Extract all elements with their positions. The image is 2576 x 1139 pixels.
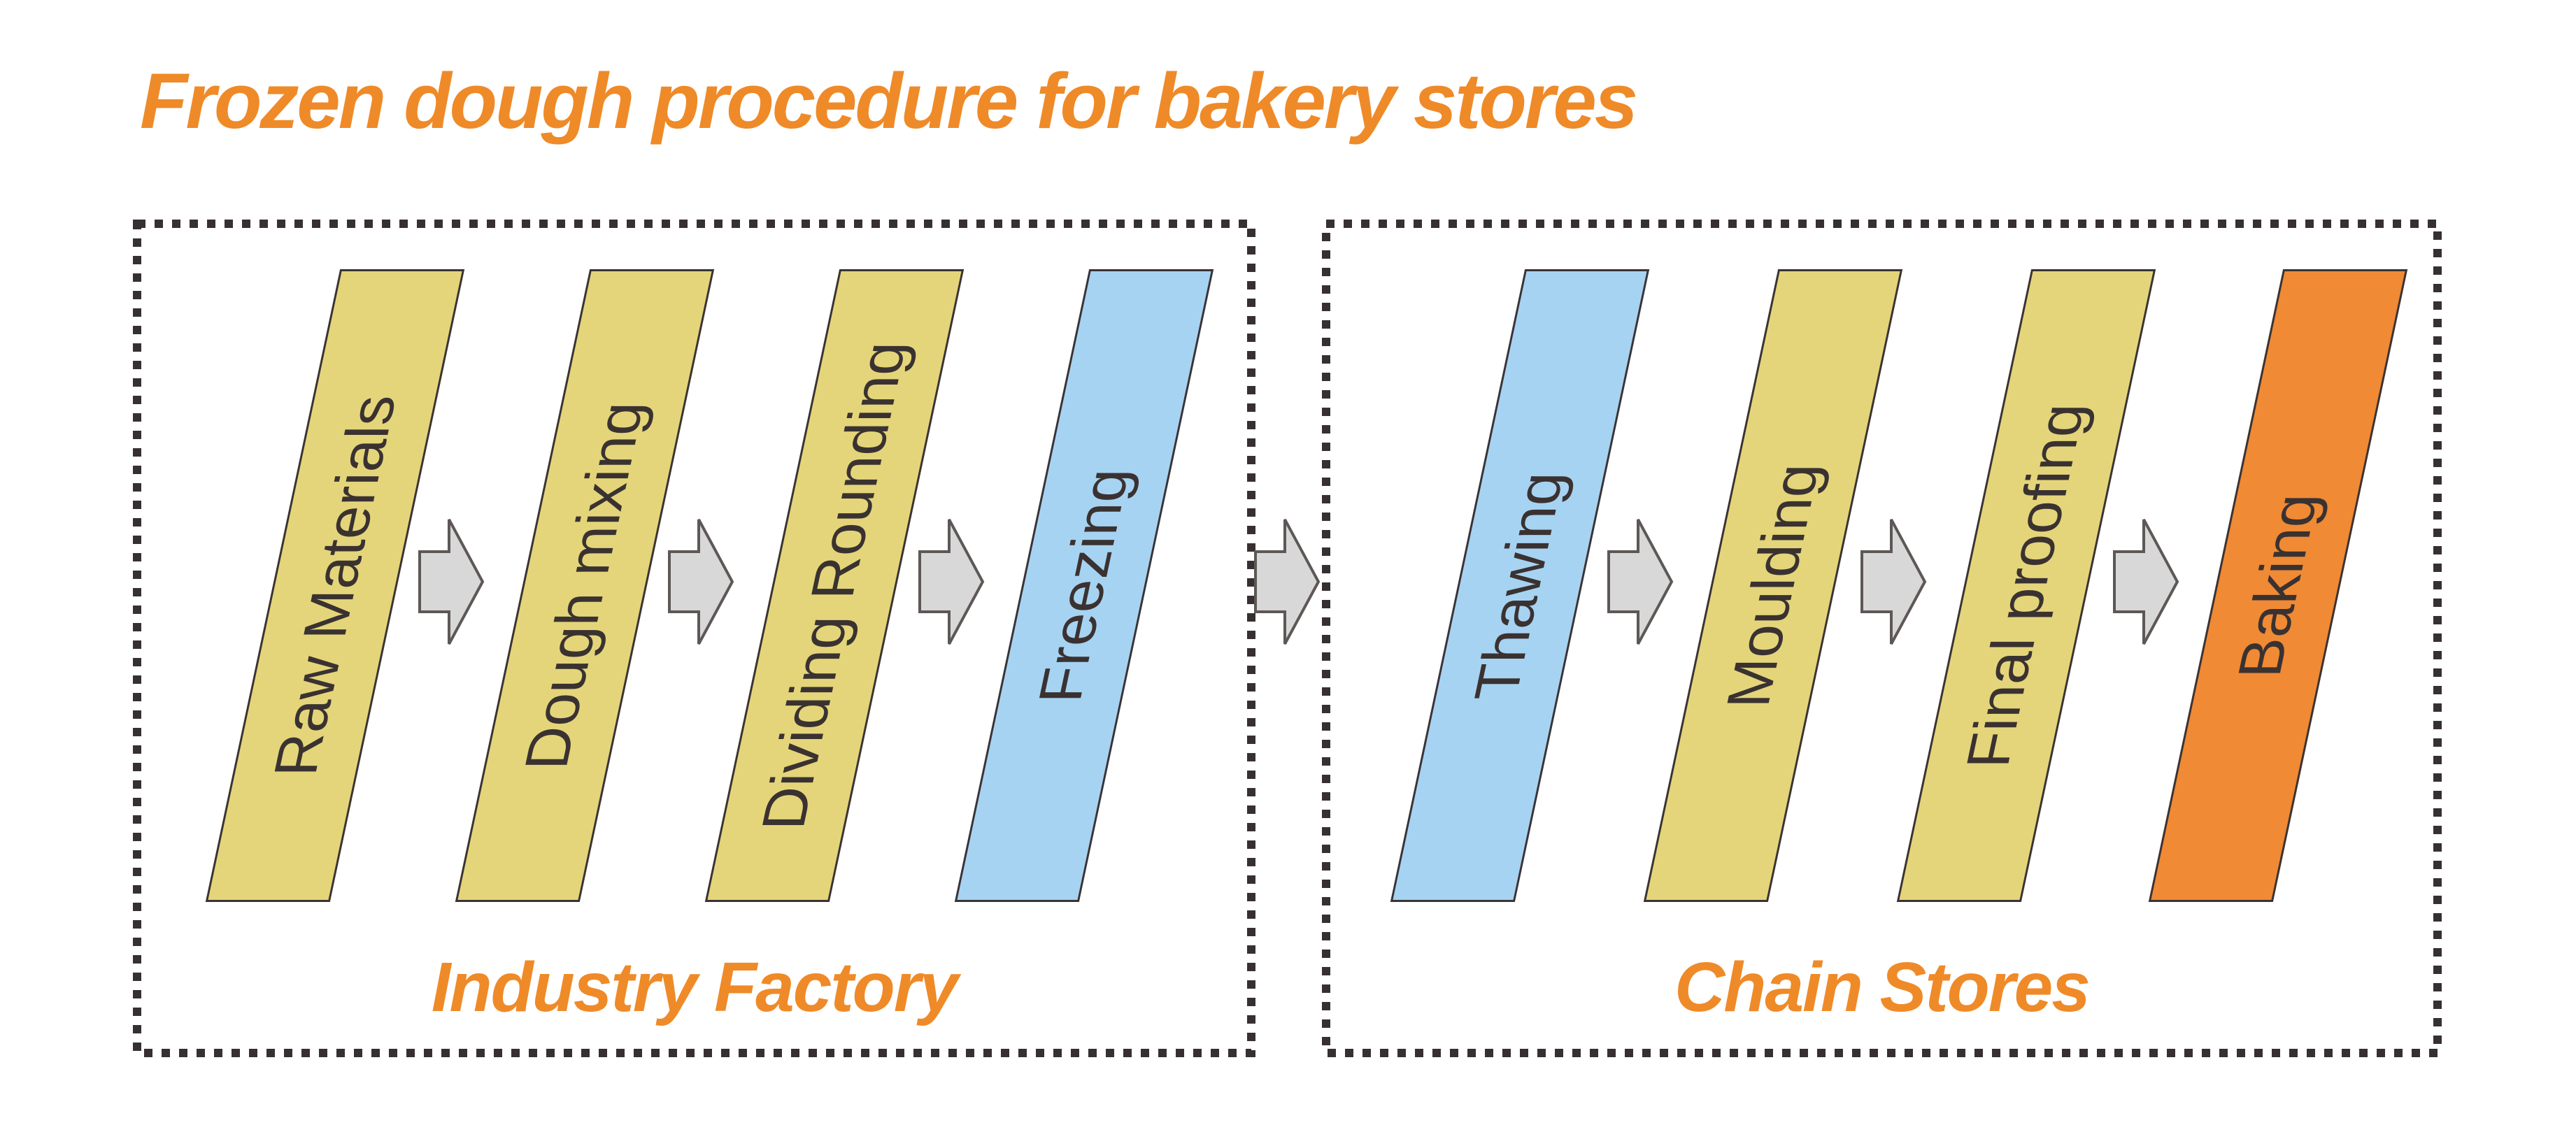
industry-factory-label: Industry Factory <box>431 948 959 1026</box>
flow-arrow-icon <box>2113 519 2179 645</box>
step-label: Moulding <box>1713 464 1833 708</box>
chain-stores-box-border <box>1322 220 2442 1057</box>
diagram-title: Frozen dough procedure for bakery stores <box>140 57 1638 145</box>
step-label: Thawing <box>1462 471 1578 700</box>
dashed-border-rect <box>133 220 1255 1057</box>
flow-arrow-icon <box>918 519 985 645</box>
flow-arrow-icon <box>1860 519 1927 645</box>
step-label: Freezing <box>1025 468 1143 703</box>
flow-arrow-icon <box>1607 519 1674 645</box>
step-label: Baking <box>2225 494 2331 678</box>
flow-arrow-icon <box>668 519 734 645</box>
flow-arrow-icon <box>418 519 485 645</box>
chain-stores-label: Chain Stores <box>1674 948 2091 1026</box>
dashed-border-rect <box>1322 220 2442 1057</box>
flow-arrow-icon <box>1254 519 1321 645</box>
industry-factory-box-border <box>133 220 1255 1057</box>
